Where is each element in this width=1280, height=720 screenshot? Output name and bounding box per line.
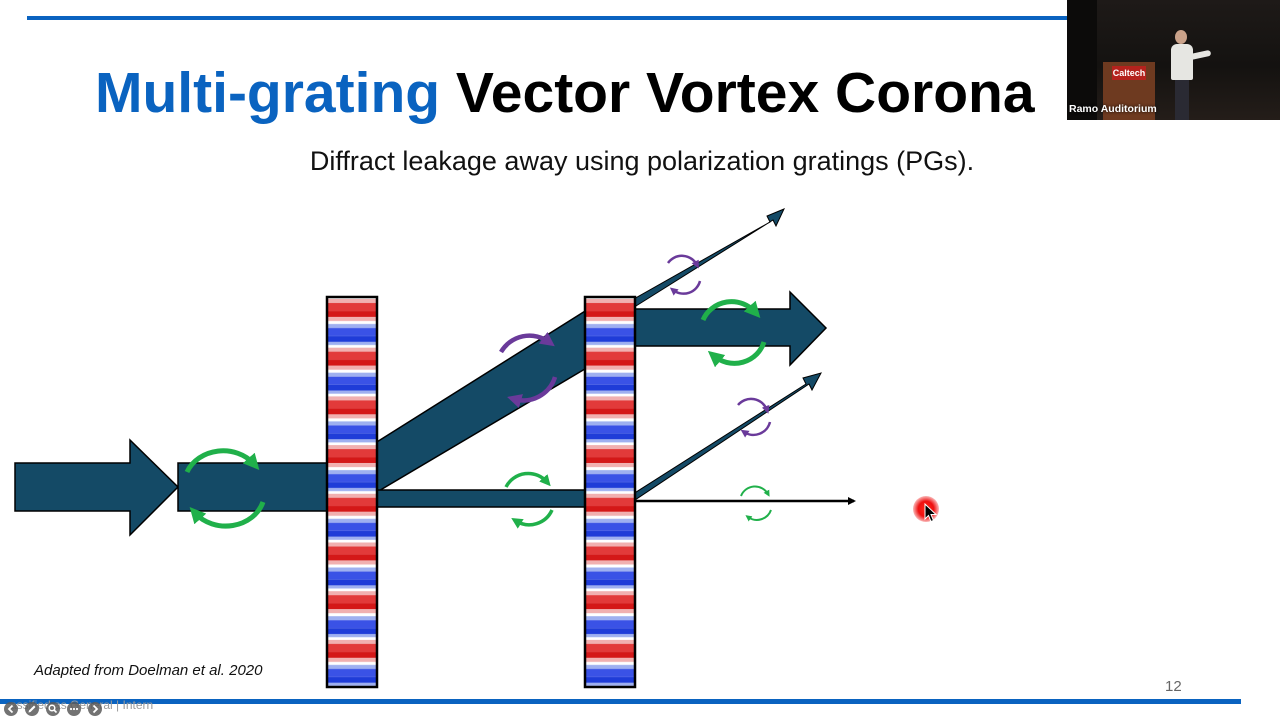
output-beam-middle <box>632 372 822 501</box>
slide-subtitle: Diffract leakage away using polarization… <box>309 146 975 176</box>
slideshow-toolbar <box>2 697 104 720</box>
circular-polarization-icon <box>184 448 266 529</box>
circular-polarization-icon <box>499 331 558 408</box>
gratings <box>325 295 637 689</box>
polarization-grating-1 <box>325 295 379 689</box>
back-arrow-icon[interactable] <box>2 700 20 718</box>
polarization-grating-2 <box>583 295 637 689</box>
citation: Adapted from Doelman et al. 2020 <box>34 662 263 679</box>
input-beam-body <box>177 462 331 512</box>
speaker-webcam-feed: Caltech Ramo Auditorium <box>1067 0 1280 120</box>
webcam-location-label: Ramo Auditorium <box>1069 103 1157 115</box>
speaker-legs <box>1175 80 1189 120</box>
output-beam-residual-head <box>848 497 856 505</box>
output-beam-main <box>633 290 828 367</box>
speaker-body <box>1171 44 1193 80</box>
top-rule <box>27 16 1067 20</box>
speaker-head <box>1175 30 1187 44</box>
title-rest: Vector Vortex Corona <box>440 61 1035 125</box>
circular-polarization-icon <box>737 397 772 438</box>
pen-icon[interactable] <box>23 700 41 718</box>
circular-polarization-icon <box>666 254 702 296</box>
output-beam-upper-thin <box>631 208 786 307</box>
slide-title: Multi-grating Vector Vortex Corona <box>95 58 1035 128</box>
sensitivity-label: assified as General | Intern <box>10 698 154 712</box>
podium-logo: Caltech <box>1112 66 1146 80</box>
circular-polarization-icon <box>700 299 767 368</box>
bottom-rule <box>0 699 1241 704</box>
beams <box>14 208 856 537</box>
slide-page-number: 12 <box>1165 678 1182 695</box>
input-beam-arrow <box>14 438 180 537</box>
mouse-cursor-icon <box>924 503 938 523</box>
zoom-icon[interactable] <box>44 700 62 718</box>
circular-polarization-icon <box>504 471 554 529</box>
title-accent: Multi-grating <box>95 61 441 125</box>
leakage-beam-lower <box>373 489 589 508</box>
more-icon[interactable] <box>65 700 83 718</box>
diffracted-beam-upper <box>371 306 591 497</box>
forward-arrow-icon[interactable] <box>86 700 104 718</box>
stage-curtain <box>1067 0 1097 120</box>
circular-polarization-icon <box>740 485 772 522</box>
circular-polarization-markers <box>184 254 772 529</box>
